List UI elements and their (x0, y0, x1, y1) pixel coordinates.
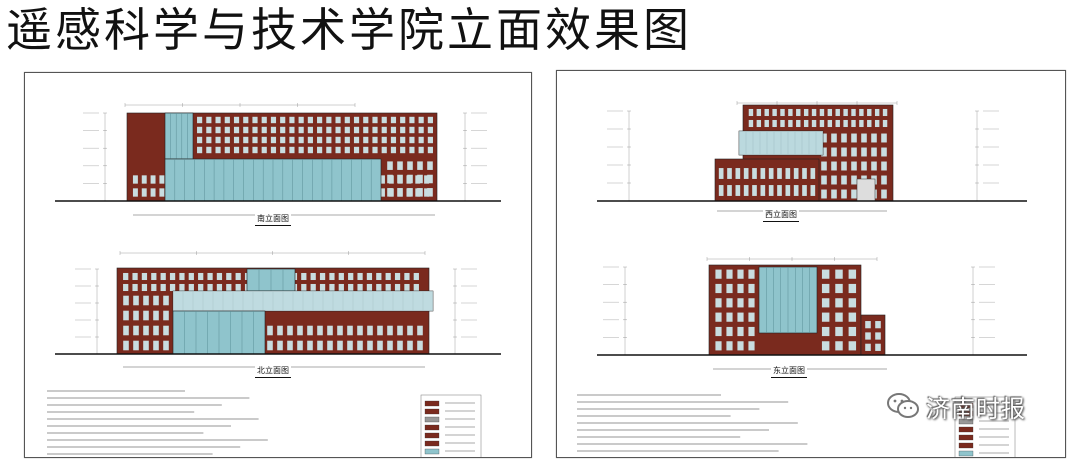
east-elevation-label: 东立面图 (771, 365, 807, 378)
window-grid (821, 269, 857, 351)
west-entrance (856, 178, 876, 202)
right-elevations (577, 101, 1027, 457)
west-elevation-label: 西立面图 (763, 209, 799, 222)
drawing-sheet-right: 西立面图 东立面图 (556, 70, 1066, 458)
drawing-sheet-left: 南立面图 北立面图 (24, 72, 532, 458)
page-title: 遥感科学与技术学院立面效果图 (6, 3, 692, 57)
window-grid (715, 269, 755, 351)
window-grid (718, 168, 816, 196)
east-facade-annex (860, 314, 886, 356)
window-grid (865, 321, 881, 351)
window-grid (267, 325, 423, 351)
window-grid (748, 108, 888, 128)
north-elevation-label: 北立面图 (255, 365, 291, 378)
window-grid (387, 161, 433, 197)
south-glass-tower (164, 112, 194, 160)
left-elevations (47, 103, 501, 457)
west-facade-lower (714, 158, 820, 202)
watermark-text: 济南时报 (926, 394, 1026, 423)
watermark: 济南时报 (886, 388, 1026, 424)
window-grid (197, 116, 433, 154)
south-elevation-label: 南立面图 (255, 213, 291, 226)
wechat-icon (887, 393, 919, 418)
